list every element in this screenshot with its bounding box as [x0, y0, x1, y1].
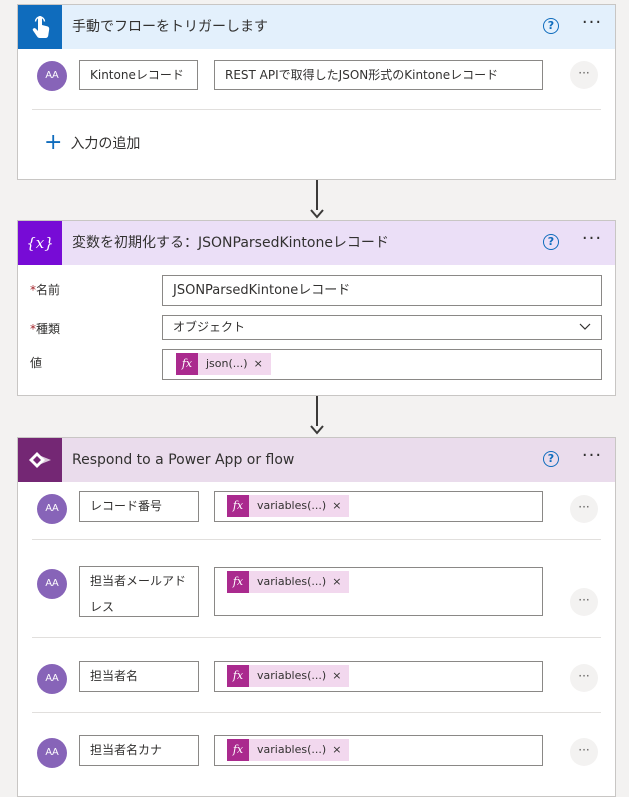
text-output-avatar: AA — [37, 569, 67, 599]
flow-connector — [316, 180, 318, 210]
flow-connector — [316, 396, 318, 426]
power-apps-icon — [18, 438, 62, 482]
plus-icon: + — [44, 130, 63, 155]
add-input-label: 入力の追加 — [70, 136, 141, 152]
input-name-field[interactable]: Kintoneレコード — [79, 60, 198, 90]
expression-token[interactable]: fx variables(...) × — [227, 739, 350, 761]
init-variable-card-header[interactable]: {x} 変数を初期化する：JSONParsedKintoneレコード ? ··· — [18, 221, 615, 265]
token-label: variables(...) — [257, 743, 327, 756]
name-label-text: 名前 — [36, 283, 61, 297]
fx-icon: fx — [227, 739, 249, 761]
output-name-field[interactable]: 担当者名カナ — [79, 735, 199, 766]
close-icon[interactable]: × — [332, 669, 342, 682]
variable-value-field[interactable]: fx json(...) × — [162, 349, 602, 380]
text-output-avatar: AA — [37, 494, 67, 524]
output-value-field[interactable]: fx variables(...) × — [214, 661, 543, 692]
divider — [32, 109, 601, 110]
close-icon[interactable]: × — [332, 499, 342, 512]
row-more-options-icon[interactable]: ··· — [570, 664, 598, 692]
variable-type-dropdown[interactable]: オブジェクト — [162, 315, 602, 340]
row-more-options-icon[interactable]: ··· — [570, 61, 598, 89]
text-output-avatar: AA — [37, 738, 67, 768]
text-input-avatar: AA — [37, 61, 67, 91]
row-more-options-icon[interactable]: ··· — [570, 738, 598, 766]
text-output-avatar: AA — [37, 664, 67, 694]
input-description-field[interactable]: REST APIで取得したJSON形式のKintoneレコード — [214, 60, 543, 90]
row-more-options-icon[interactable]: ··· — [570, 588, 598, 616]
output-value-field[interactable]: fx variables(...) × — [214, 491, 543, 522]
token-label: variables(...) — [257, 575, 327, 588]
output-value-field[interactable]: fx variables(...) × — [214, 735, 543, 766]
expression-token[interactable]: fx json(...) × — [176, 353, 271, 375]
output-name-field[interactable]: 担当者名 — [79, 661, 199, 692]
variable-type-value: オブジェクト — [173, 320, 246, 334]
divider — [32, 637, 601, 638]
more-options-icon[interactable]: ··· — [581, 445, 603, 466]
more-options-icon[interactable]: ··· — [581, 228, 603, 249]
respond-title: Respond to a Power App or flow — [72, 452, 295, 468]
fx-icon: fx — [227, 571, 249, 593]
add-input-button[interactable]: + 入力の追加 — [44, 129, 140, 157]
arrow-down-icon — [310, 425, 324, 435]
required-mark: * — [30, 283, 36, 297]
help-icon[interactable]: ? — [543, 234, 559, 250]
close-icon[interactable]: × — [332, 743, 342, 756]
close-icon[interactable]: × — [332, 575, 342, 588]
trigger-card: 手動でフローをトリガーします ? ··· AA Kintoneレコード REST… — [17, 4, 616, 180]
output-name-field[interactable]: 担当者メールアドレス — [79, 566, 199, 617]
type-label: *種類 — [30, 320, 60, 337]
token-label: variables(...) — [257, 499, 327, 512]
help-icon[interactable]: ? — [543, 18, 559, 34]
respond-card-header[interactable]: Respond to a Power App or flow ? ··· — [18, 438, 615, 482]
variable-name-field[interactable]: JSONParsedKintoneレコード — [162, 275, 602, 306]
expression-token[interactable]: fx variables(...) × — [227, 665, 350, 687]
fx-icon: fx — [227, 495, 249, 517]
chevron-down-icon — [579, 323, 591, 330]
init-variable-card: {x} 変数を初期化する：JSONParsedKintoneレコード ? ···… — [17, 220, 616, 396]
output-value-field[interactable]: fx variables(...) × — [214, 567, 543, 616]
respond-card: Respond to a Power App or flow ? ··· AA … — [17, 437, 616, 797]
init-variable-title: 変数を初期化する：JSONParsedKintoneレコード — [72, 235, 389, 251]
expression-token[interactable]: fx variables(...) × — [227, 495, 350, 517]
close-icon[interactable]: × — [253, 357, 263, 370]
output-name-field[interactable]: レコード番号 — [79, 491, 199, 522]
more-options-icon[interactable]: ··· — [581, 12, 603, 33]
variable-glyph: {x} — [26, 234, 54, 252]
variable-icon: {x} — [18, 221, 62, 265]
help-icon[interactable]: ? — [543, 451, 559, 467]
arrow-down-icon — [310, 209, 324, 219]
divider — [32, 712, 601, 713]
type-label-text: 種類 — [36, 322, 61, 336]
trigger-card-header[interactable]: 手動でフローをトリガーします ? ··· — [18, 5, 615, 49]
token-label: json(...) — [206, 357, 248, 370]
expression-token[interactable]: fx variables(...) × — [227, 571, 350, 593]
token-label: variables(...) — [257, 669, 327, 682]
trigger-title: 手動でフローをトリガーします — [72, 19, 268, 35]
value-label: 値 — [30, 356, 43, 370]
required-mark: * — [30, 322, 36, 336]
name-label: *名前 — [30, 281, 60, 298]
divider — [32, 539, 601, 540]
fx-icon: fx — [176, 353, 198, 375]
touch-hand-icon — [18, 5, 62, 49]
row-more-options-icon[interactable]: ··· — [570, 495, 598, 523]
fx-icon: fx — [227, 665, 249, 687]
